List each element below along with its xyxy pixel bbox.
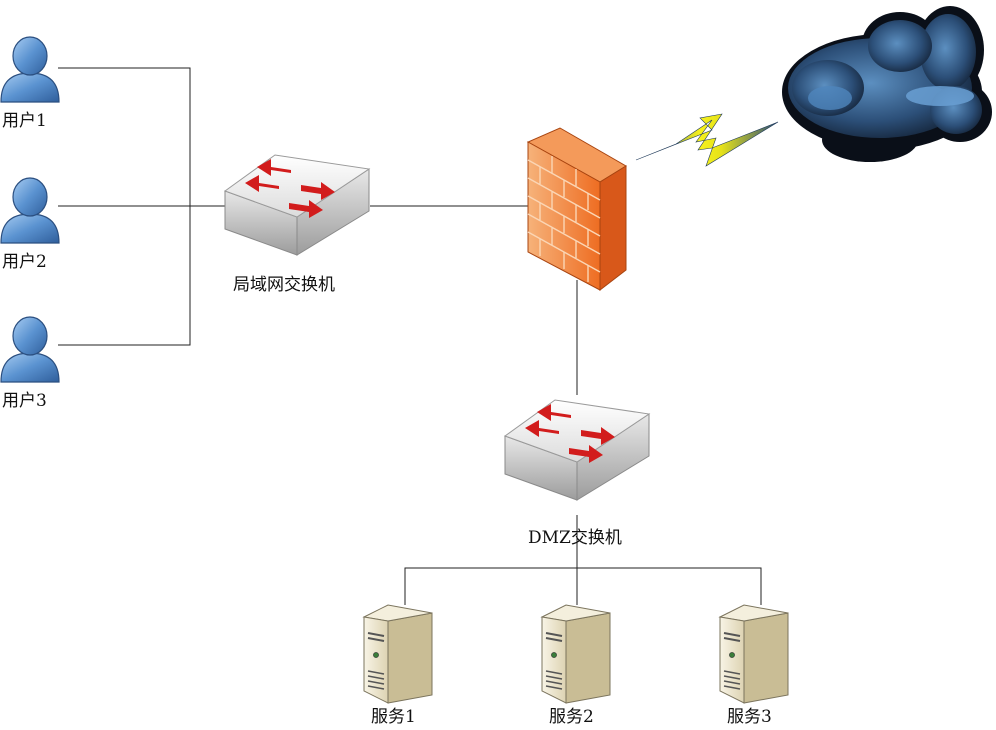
server-icon [719, 604, 789, 704]
user-icon [0, 36, 60, 103]
server-icon [363, 604, 433, 704]
lan-switch[interactable]: 局域网交换机 [224, 154, 370, 295]
user-label: 用户2 [2, 252, 47, 272]
firewall-icon [526, 127, 627, 292]
dmz-switch[interactable]: DMZ交换机 [504, 399, 650, 548]
user-icon [0, 177, 60, 244]
server-2[interactable]: 服务2 [541, 604, 611, 727]
dmz-switch-label: DMZ交换机 [528, 528, 622, 548]
cloud-icon [782, 6, 992, 162]
server-label: 服务3 [727, 707, 772, 727]
server-1[interactable]: 服务1 [363, 604, 433, 727]
firewall[interactable] [526, 127, 627, 292]
network-switch-icon [504, 399, 650, 501]
link-dmz-servers [404, 515, 762, 605]
link-user1 [58, 67, 191, 206]
server-3[interactable]: 服务3 [719, 604, 789, 727]
user-3[interactable]: 用户3 [0, 316, 60, 411]
user-label: 用户3 [2, 391, 47, 411]
server-icon [541, 604, 611, 704]
user-1[interactable]: 用户1 [0, 36, 60, 131]
user-2[interactable]: 用户2 [0, 177, 60, 272]
user-label: 用户1 [2, 111, 47, 131]
link-user3 [58, 206, 191, 346]
server-label: 服务2 [549, 707, 594, 727]
lan-switch-label: 局域网交换机 [233, 275, 335, 295]
user-icon [0, 316, 60, 383]
network-switch-icon [224, 154, 370, 256]
lightning-bolt-icon [635, 113, 779, 167]
server-label: 服务1 [371, 707, 416, 727]
